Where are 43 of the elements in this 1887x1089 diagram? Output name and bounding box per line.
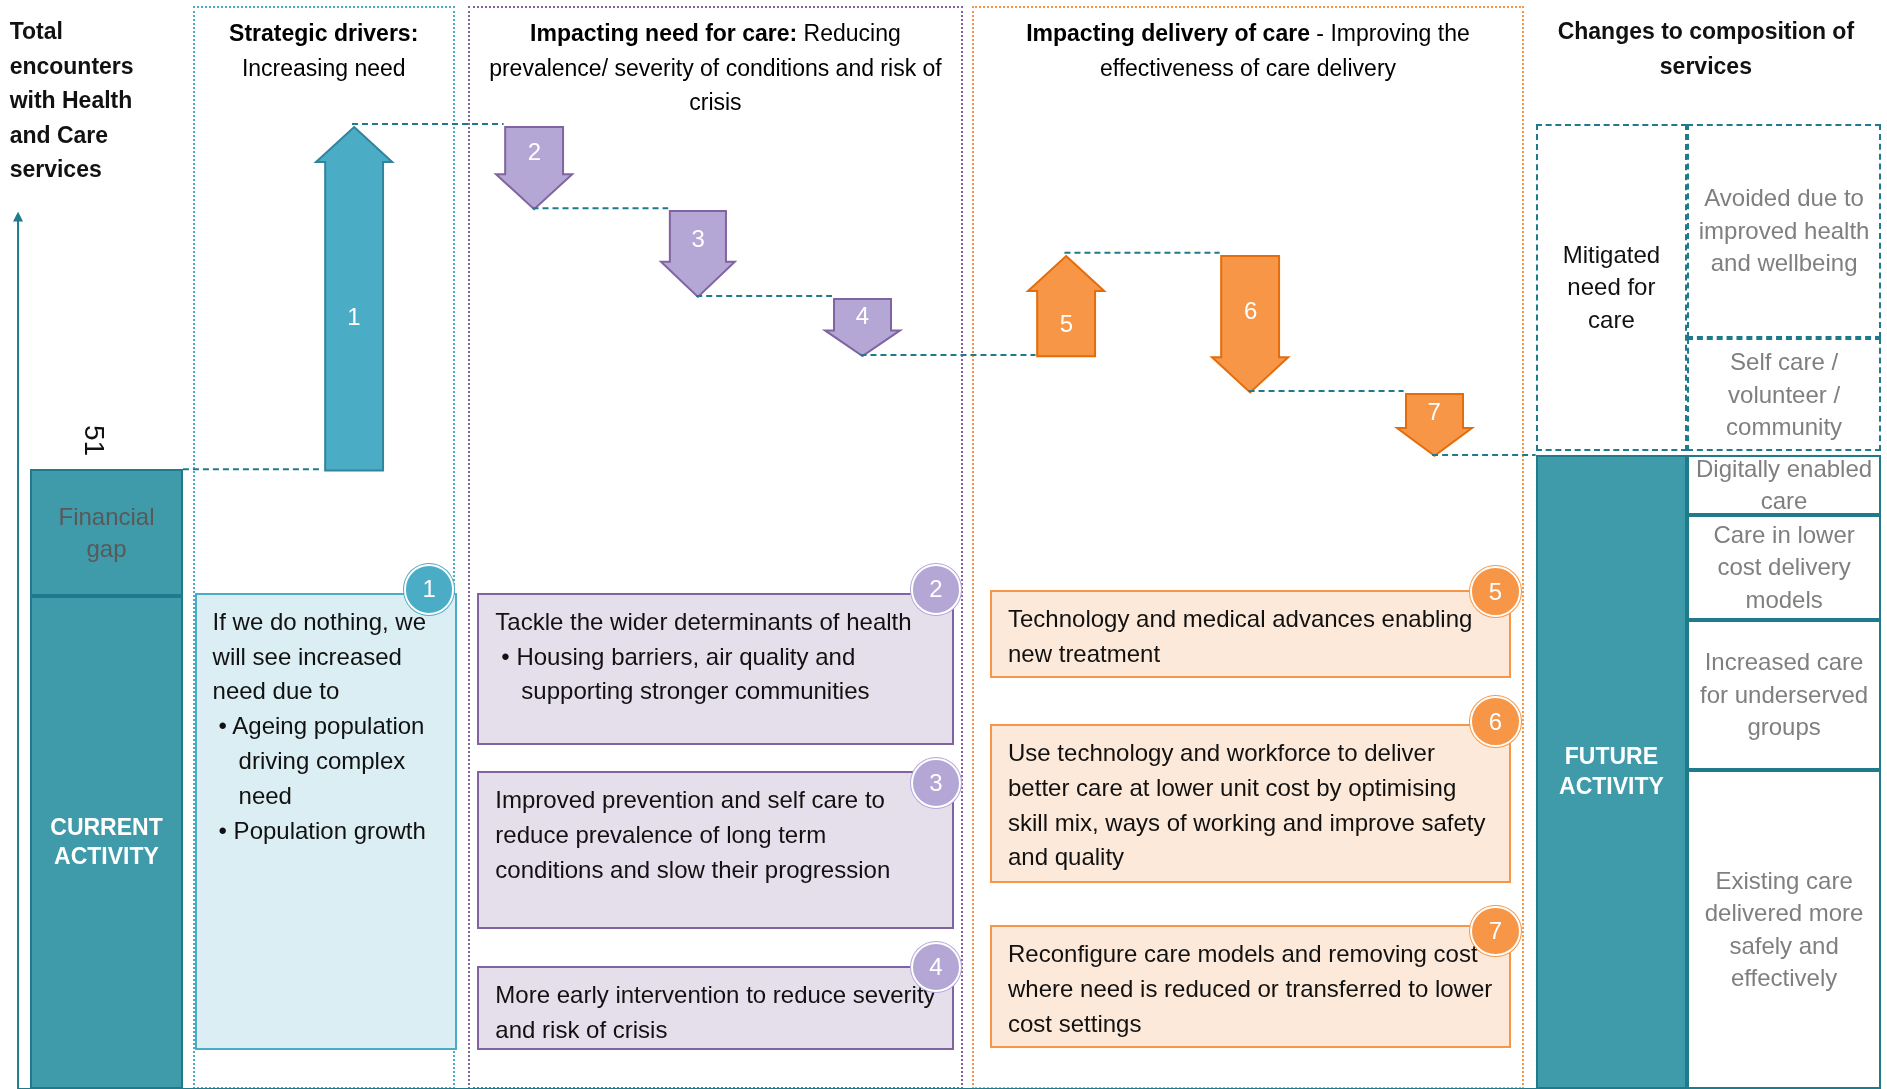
arrow-number: 5: [1058, 309, 1075, 338]
dashed-connector: [695, 295, 833, 298]
bullet-item: • Ageing population driving complex need: [217, 711, 426, 811]
text-card: [477, 771, 954, 929]
arrow-number: 2: [526, 138, 543, 167]
dashed-connector: [1247, 390, 1405, 393]
number-marker: 1: [403, 564, 455, 615]
dashed-connector: [531, 207, 670, 210]
service-cell: Mitigated need for care: [1535, 123, 1688, 452]
service-cell: Self care / volunteer / community: [1687, 338, 1881, 452]
card-text: Tackle the wider determinants of health: [495, 606, 913, 637]
number-marker: 2: [910, 564, 962, 615]
arrow-number: 6: [1242, 296, 1259, 325]
service-cell: Existing care delivered more safely and effectively: [1687, 770, 1881, 1089]
arrow-number: 3: [690, 224, 706, 253]
column-heading: Changes to composition of services: [1556, 17, 1856, 81]
column-heading: Impacting need for care: Reducing prevalence/ severity of conditions and risk of crisis: [488, 19, 943, 117]
column-panel: [468, 6, 963, 1089]
dashed-connector: [1063, 251, 1221, 254]
number-marker: 6: [1470, 696, 1521, 747]
bullet-item: • Housing barriers, air quality and supporting stronger communities: [500, 641, 871, 707]
arrow-number: 1: [346, 302, 362, 331]
column-panel: [192, 6, 455, 1089]
activity-bar: CURRENT ACTIVITY: [30, 595, 183, 1089]
card-text: Improved prevention and self care to reduce prevalence of long term conditions and slow their progression: [495, 785, 892, 885]
axis-title: Total encounters with Health and Care services: [9, 17, 135, 185]
service-cell: Digitally enabled care: [1687, 454, 1881, 516]
service-cell: Care in lower cost delivery models: [1687, 515, 1881, 620]
number-marker: 3: [910, 757, 962, 809]
column-heading: Impacting delivery of care - Improving the effectiveness of care delivery: [1025, 19, 1471, 83]
arrow-number: 7: [1426, 398, 1442, 427]
number-marker: 5: [1470, 566, 1521, 617]
bullet-item: • Population growth: [217, 815, 427, 846]
arrow-number: 4: [854, 301, 871, 330]
activity-bar: FUTURE ACTIVITY: [1535, 454, 1688, 1089]
column-heading: Strategic drivers: Increasing need: [228, 19, 420, 83]
service-cell: Avoided due to improved health and wellbeing: [1687, 123, 1881, 339]
dashed-connector: [859, 354, 1037, 356]
service-cell: Increased care for underserved groups: [1687, 619, 1881, 771]
bar-value: 51: [80, 425, 109, 457]
dashed-connector: [1431, 453, 1537, 456]
column-panel: [972, 6, 1524, 1089]
dashed-connector: [351, 122, 505, 125]
